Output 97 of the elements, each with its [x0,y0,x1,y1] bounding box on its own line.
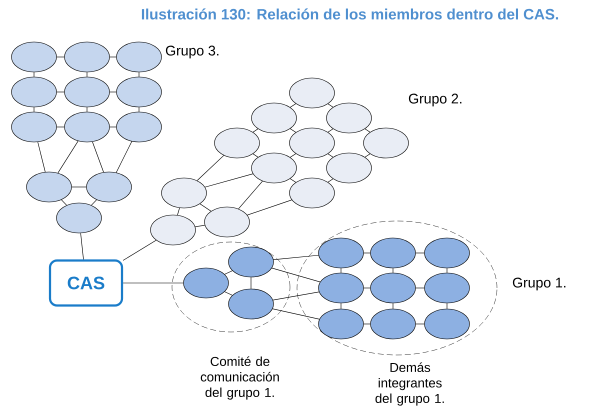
member-ellipse [289,78,335,108]
connector-line [446,303,448,309]
group-label: Grupo 2. [408,94,462,106]
member-ellipse [116,42,162,72]
connector-line [290,178,296,183]
member-ellipse [11,42,57,72]
member-ellipse [326,152,372,184]
member-ellipse [64,76,110,108]
member-ellipse [161,178,207,208]
connector-line [328,128,334,132]
node-label: Comité de comunicación del grupo 1. [200,356,279,400]
member-ellipse [11,76,57,108]
connector-line [92,142,104,172]
connector-line [58,140,78,174]
member-ellipse [228,288,274,320]
member-ellipse [204,206,250,238]
member-ellipse [318,272,364,304]
connector-line [252,128,258,132]
group-label: Grupo 3. [166,46,218,58]
connector-line [86,107,88,112]
connector-line [72,186,86,188]
connector-line [224,291,233,296]
connector-line [224,270,233,275]
connector-line [56,56,64,58]
connector-line [138,107,140,112]
connector-line [272,308,320,320]
member-ellipse [150,214,196,246]
connector-line [122,282,184,284]
connector-line [272,268,320,282]
connector-line [110,126,116,128]
connector-line [196,155,224,181]
connector-line [392,303,394,309]
member-ellipse [424,238,470,268]
connector-line [252,154,258,158]
connector-line [364,154,370,158]
connector-line [86,72,88,77]
member-ellipse [363,128,409,158]
connector-line [416,252,424,254]
connector-line [328,104,334,108]
member-ellipse [318,308,364,340]
connector-line [328,178,334,182]
member-ellipse [228,246,274,278]
member-ellipse [251,102,297,134]
dashed-group-outline: Comité de comunicación del grupo 1. [172,242,290,400]
member-ellipse [64,112,110,142]
connector-line [200,204,212,212]
member-ellipse [251,152,297,184]
connector-line [37,142,46,172]
member-ellipse [56,202,102,234]
member-ellipse [424,272,470,304]
connector-line [122,240,156,261]
connector-line [290,128,296,133]
node-label: Demás integrantes del grupo 1. [376,362,444,406]
dashed-group-outline: Demás integrantes del grupo 1. [296,220,498,406]
connector-line [177,208,180,216]
connector-line [110,56,116,58]
connector-line [328,154,334,158]
member-ellipse [11,112,57,142]
member-ellipse [370,308,416,340]
connector-line [91,200,97,206]
connector-line [238,180,263,210]
connector-line [290,153,296,158]
group-label: Grupo 1. [512,278,566,290]
member-ellipse [424,308,470,340]
connector-line [204,174,254,188]
member-ellipse [116,76,162,108]
connector-line [340,268,342,273]
member-ellipse [370,272,416,304]
connector-line [194,224,206,227]
member-ellipse [289,128,335,158]
connector-line [272,292,320,300]
member-ellipse [326,102,372,134]
member-ellipse [64,42,110,72]
connector-line [392,268,394,273]
member-ellipse [26,172,72,202]
connector-line [273,254,319,260]
member-ellipse [214,128,260,158]
connector-line [138,72,140,77]
connector-line [61,200,67,206]
member-ellipse [86,172,132,202]
member-ellipse [116,112,162,142]
title: Ilustración 130: Relación de los miembros dentro del CAS. [142,8,558,20]
connector-line [290,103,296,108]
connector-line [250,277,252,289]
member-ellipse [289,178,335,208]
cas-box: CAS [48,259,124,307]
member-ellipse [318,238,364,268]
connector-line [56,126,64,128]
connector-line [364,128,370,132]
connector-line [80,232,84,260]
connector-line [364,252,370,254]
connector-line [116,141,132,173]
connector-line [446,268,448,273]
connector-line [247,200,292,216]
member-ellipse [370,238,416,268]
connector-line [340,303,342,309]
member-ellipse [183,268,229,298]
